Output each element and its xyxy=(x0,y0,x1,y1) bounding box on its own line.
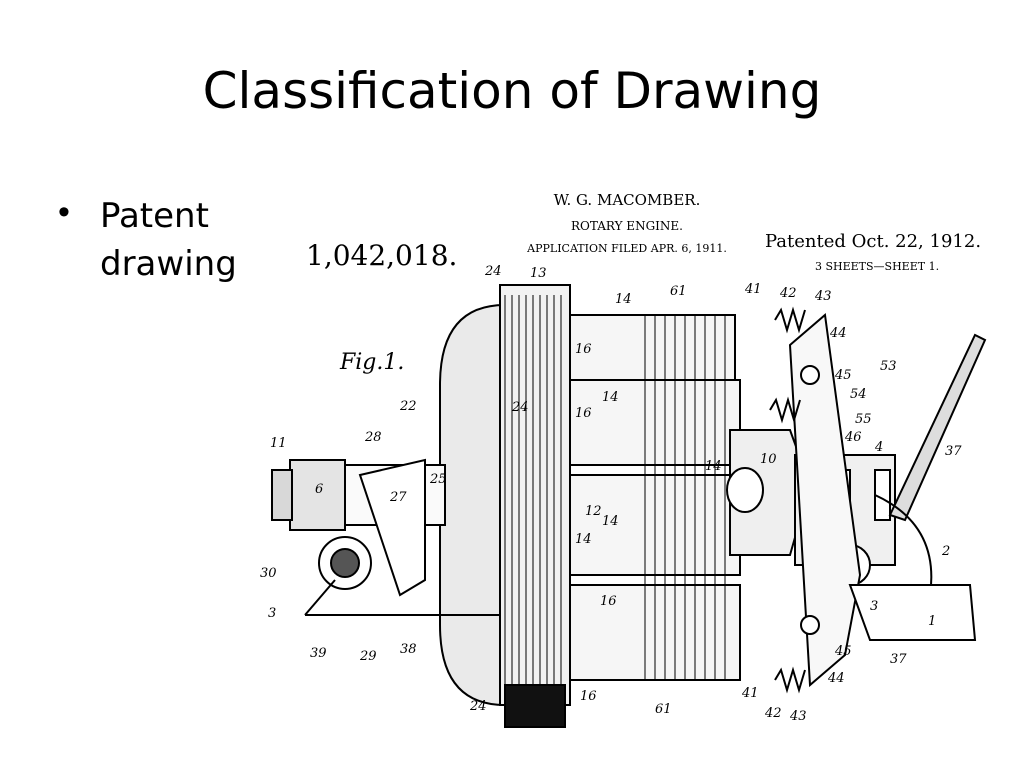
callout-label: 29 xyxy=(359,649,377,664)
callout-label: 25 xyxy=(429,472,447,487)
bullet-text: Patent drawing xyxy=(100,196,237,284)
callout-label: 44 xyxy=(827,671,845,686)
callout-label: 4 xyxy=(874,440,883,455)
fig-label: Fig.1. xyxy=(339,350,404,375)
patent-drawing: W. G. MACOMBER. ROTARY ENGINE. APPLICATI… xyxy=(250,185,990,745)
callout-label: 24 xyxy=(484,264,502,279)
callout-label: 14 xyxy=(615,292,632,307)
callout-label: 37 xyxy=(890,652,907,667)
callout-label: 27 xyxy=(389,490,407,505)
patent-drawing-svg: W. G. MACOMBER. ROTARY ENGINE. APPLICATI… xyxy=(260,191,987,728)
callout-label: 12 xyxy=(585,504,602,519)
callout-label: 54 xyxy=(850,387,867,402)
patent-inventor: W. G. MACOMBER. xyxy=(554,191,701,209)
callout-label: 45 xyxy=(834,644,852,659)
callout-label: 6 xyxy=(315,482,323,497)
callout-label: 1 xyxy=(928,614,936,629)
callout-label: 14 xyxy=(705,459,722,474)
callout-label: 43 xyxy=(789,709,807,724)
callout-label: 16 xyxy=(575,406,592,421)
callout-label: 14 xyxy=(602,390,619,405)
callout-label: 46 xyxy=(844,430,862,445)
patent-number: 1,042,018. xyxy=(306,239,457,272)
callout-label: 16 xyxy=(580,689,597,704)
callout-label: 45 xyxy=(834,368,852,383)
callout-label: 43 xyxy=(814,289,832,304)
callout-label: 2 xyxy=(941,544,950,559)
callout-label: 3 xyxy=(268,606,276,621)
callout-label: 14 xyxy=(575,532,592,547)
callout-label: 55 xyxy=(855,412,872,427)
callout-label: 10 xyxy=(760,452,777,467)
callout-label: 3 xyxy=(870,599,878,614)
callout-label: 44 xyxy=(829,326,847,341)
callout-label: 53 xyxy=(880,359,897,374)
callout-label: 24 xyxy=(511,400,529,415)
callout-label: 24 xyxy=(469,699,487,714)
callout-label: 61 xyxy=(670,284,687,299)
patent-subject: ROTARY ENGINE. xyxy=(571,219,683,233)
patent-date: Patented Oct. 22, 1912. xyxy=(765,231,981,252)
bullet-icon: • xyxy=(58,193,70,231)
callout-label: 30 xyxy=(260,566,277,581)
callout-label: 61 xyxy=(655,702,672,717)
patent-filed: APPLICATION FILED APR. 6, 1911. xyxy=(526,242,727,255)
bullet-item: • Patent drawing xyxy=(58,192,290,288)
callout-label: 37 xyxy=(945,444,962,459)
callout-label: 39 xyxy=(310,646,327,661)
callout-label: 42 xyxy=(779,286,797,301)
callout-label: 42 xyxy=(764,706,782,721)
callout-label: 16 xyxy=(600,594,617,609)
callout-label: 22 xyxy=(399,399,417,414)
patent-sheets: 3 SHEETS—SHEET 1. xyxy=(815,260,939,273)
callout-label: 38 xyxy=(400,642,417,657)
callout-label: 28 xyxy=(364,430,382,445)
slide-title: Classification of Drawing xyxy=(202,62,822,120)
callout-label: 13 xyxy=(530,266,547,281)
callout-label: 16 xyxy=(575,342,592,357)
bullet-list: • Patent drawing xyxy=(58,192,290,288)
callout-label: 41 xyxy=(744,282,762,297)
callout-label: 14 xyxy=(602,514,619,529)
callout-label: 41 xyxy=(741,686,759,701)
callout-label: 11 xyxy=(270,436,287,451)
